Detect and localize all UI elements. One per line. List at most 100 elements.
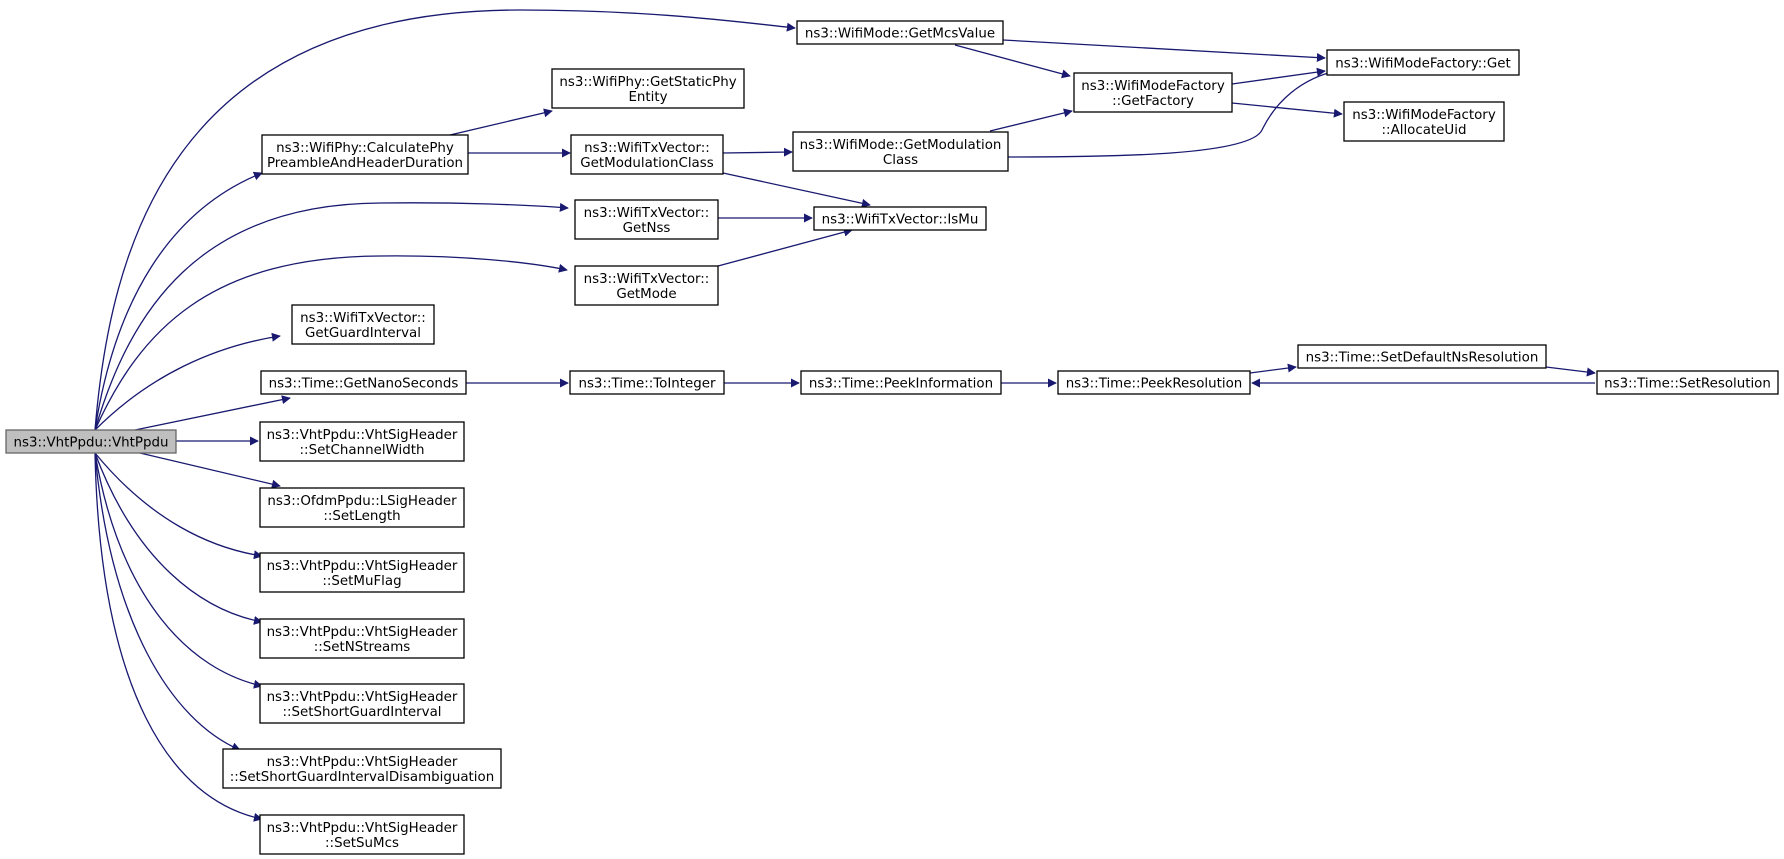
node-box <box>1596 370 1779 395</box>
node-label: ns3::VhtPpdu::VhtSigHeader <box>267 755 458 770</box>
node-box <box>259 814 465 855</box>
node-label: ::SetLength <box>323 509 400 524</box>
node-label: ns3::WifiTxVector:: <box>584 272 710 287</box>
node-box <box>259 487 465 528</box>
node-txvector-ismu[interactable]: ns3::WifiTxVector::IsMu <box>813 206 987 231</box>
node-box <box>1073 72 1233 113</box>
node-label: ns3::WifiTxVector:: <box>300 311 426 326</box>
edge-txgetmodclass-modegetmodclass <box>722 147 793 157</box>
node-label: ::SetShortGuardIntervalDisambiguation <box>230 770 494 785</box>
node-box <box>5 429 177 454</box>
node-label: PreambleAndHeaderDuration <box>267 156 463 171</box>
node-label: ns3::WifiPhy::CalculatePhy <box>276 141 454 156</box>
node-label: GetModulationClass <box>580 156 713 171</box>
node-box <box>259 421 465 462</box>
node-label: ns3::Time::GetNanoSeconds <box>269 377 459 392</box>
node-setshortguardinterval[interactable]: ns3::VhtPpdu::VhtSigHeader::SetShortGuar… <box>259 683 465 724</box>
node-txvector-getnss[interactable]: ns3::WifiTxVector::GetNss <box>574 199 719 240</box>
edge-root-getnss <box>94 202 569 431</box>
node-label: ns3::WifiTxVector::IsMu <box>822 213 979 228</box>
node-setmuflag[interactable]: ns3::VhtPpdu::VhtSigHeader::SetMuFlag <box>259 552 465 593</box>
node-label: ns3::VhtPpdu::VhtSigHeader <box>267 625 458 640</box>
node-setnstreams[interactable]: ns3::VhtPpdu::VhtSigHeader::SetNStreams <box>259 618 465 659</box>
node-setsumcs[interactable]: ns3::VhtPpdu::VhtSigHeader::SetSuMcs <box>259 814 465 855</box>
edge-peekres-setdefaultns <box>1249 363 1297 374</box>
node-box <box>291 304 435 345</box>
node-setchannelwidth[interactable]: ns3::VhtPpdu::VhtSigHeader::SetChannelWi… <box>259 421 465 462</box>
node-label: ns3::WifiMode::GetMcsValue <box>805 27 995 42</box>
node-box <box>551 68 745 109</box>
node-label: ns3::WifiModeFactory <box>1081 79 1225 94</box>
node-label: ns3::Time::PeekResolution <box>1066 377 1243 392</box>
node-time-peekinformation[interactable]: ns3::Time::PeekInformation <box>800 370 1002 395</box>
node-label: ::SetChannelWidth <box>300 443 425 458</box>
edge-txgetmodclass-ismu <box>722 172 871 208</box>
node-box <box>1343 101 1505 142</box>
node-label: ns3::VhtPpdu::VhtSigHeader <box>267 821 458 836</box>
edge-root-getnano <box>134 395 291 431</box>
node-box <box>259 618 465 659</box>
node-time-peekresolution[interactable]: ns3::Time::PeekResolution <box>1057 370 1251 395</box>
node-txvector-getmode[interactable]: ns3::WifiTxVector::GetMode <box>574 265 719 306</box>
node-setshortguardintervaldisambiguation[interactable]: ns3::VhtPpdu::VhtSigHeader::SetShortGuar… <box>222 748 502 789</box>
edge-root-setlength <box>139 452 281 489</box>
node-label: ns3::OfdmPpdu::LSigHeader <box>267 494 457 509</box>
node-box <box>813 206 987 231</box>
node-box <box>1057 370 1251 395</box>
nodes: ns3::VhtPpdu::VhtPpdu ns3::WifiMode::Get… <box>5 20 1779 855</box>
edge-root-calcphy <box>94 171 263 431</box>
edge-getmode-ismu <box>717 227 853 267</box>
node-label: ns3::Time::SetDefaultNsResolution <box>1306 351 1539 366</box>
node-vhtppdu-vhtppdu[interactable]: ns3::VhtPpdu::VhtPpdu <box>5 429 177 454</box>
node-label: ::SetShortGuardInterval <box>282 705 441 720</box>
node-box <box>796 20 1004 45</box>
node-box <box>574 199 719 240</box>
edge-root-setsumcs <box>94 452 263 822</box>
node-label: Class <box>883 153 918 168</box>
node-time-getnanoseconds[interactable]: ns3::Time::GetNanoSeconds <box>260 370 467 395</box>
node-getmcsvalue[interactable]: ns3::WifiMode::GetMcsValue <box>796 20 1004 45</box>
node-txvector-getguardinterval[interactable]: ns3::WifiTxVector::GetGuardInterval <box>291 304 435 345</box>
edge-root-getguard <box>94 332 281 431</box>
node-calculatephypreamble[interactable]: ns3::WifiPhy::CalculatePhyPreambleAndHea… <box>261 134 469 175</box>
node-getfactory[interactable]: ns3::WifiModeFactory::GetFactory <box>1073 72 1233 113</box>
node-box <box>259 552 465 593</box>
node-label: ns3::VhtPpdu::VhtSigHeader <box>267 559 458 574</box>
node-label: ns3::VhtPpdu::VhtSigHeader <box>267 428 458 443</box>
node-label: Entity <box>628 90 667 105</box>
edge-root-setmuflag <box>94 452 263 560</box>
node-box <box>1326 49 1520 76</box>
node-label: ns3::WifiMode::GetModulation <box>800 138 1002 153</box>
node-label: ::SetNStreams <box>314 640 410 655</box>
node-box <box>222 748 502 789</box>
node-box <box>259 683 465 724</box>
node-time-setresolution[interactable]: ns3::Time::SetResolution <box>1596 370 1779 395</box>
node-box <box>261 134 469 175</box>
node-time-tointeger[interactable]: ns3::Time::ToInteger <box>569 370 725 395</box>
node-label: ns3::Time::ToInteger <box>578 377 716 392</box>
edge-root-setsgi <box>94 452 263 689</box>
node-box <box>800 370 1002 395</box>
node-box <box>792 131 1009 172</box>
edge-modegetmodclass-factoryget <box>1007 67 1341 158</box>
node-txvector-getmodulationclass[interactable]: ns3::WifiTxVector::GetModulationClass <box>570 134 724 175</box>
node-box <box>569 370 725 395</box>
node-label: ns3::WifiModeFactory::Get <box>1335 57 1510 72</box>
node-wifimode-getmodulationclass[interactable]: ns3::WifiMode::GetModulationClass <box>792 131 1009 172</box>
node-wifimodefactory-get[interactable]: ns3::WifiModeFactory::Get <box>1326 49 1520 76</box>
node-box <box>1297 344 1547 369</box>
node-label: ns3::VhtPpdu::VhtSigHeader <box>267 690 458 705</box>
node-label: ::SetMuFlag <box>322 574 401 589</box>
node-label: ::SetSuMcs <box>325 836 399 851</box>
node-time-setdefaultnsresolution[interactable]: ns3::Time::SetDefaultNsResolution <box>1297 344 1547 369</box>
edge-getfactory-allocateuid <box>1231 102 1343 118</box>
node-setlength[interactable]: ns3::OfdmPpdu::LSigHeader::SetLength <box>259 487 465 528</box>
edge-root-setnstreams <box>94 452 263 625</box>
edge-calcphy-getstaticphy <box>449 108 553 136</box>
node-box <box>574 265 719 306</box>
node-allocateuid[interactable]: ns3::WifiModeFactory::AllocateUid <box>1343 101 1505 142</box>
edge-root-getmcsvalue <box>94 9 796 431</box>
edge-root-getmode <box>94 255 568 431</box>
